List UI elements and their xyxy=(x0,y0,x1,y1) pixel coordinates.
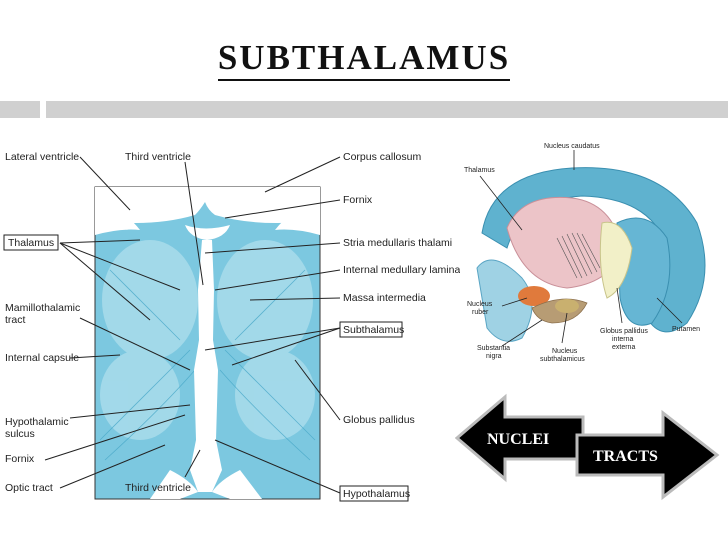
label-third-ventricle-bottom: Third ventricle xyxy=(125,482,191,494)
title-divider-left xyxy=(0,101,40,118)
label-mamillothalamic: Mamillothalamic xyxy=(5,302,80,314)
brainstem-shape xyxy=(476,259,533,342)
label-thalamus-right: Thalamus xyxy=(464,167,495,174)
label-hypothalamic-sulcus: sulcus xyxy=(5,428,35,440)
slide-title-text: SUBTHALAMUS xyxy=(217,38,511,81)
lateral-ventricle-shape xyxy=(95,187,320,224)
tracts-label: TRACTS xyxy=(593,448,658,465)
nucleus-ruber-shape xyxy=(518,286,550,306)
section-fibers xyxy=(99,269,316,461)
label-third-ventricle-top: Third ventricle xyxy=(125,151,191,163)
label-globus-pallidus: Globus pallidus xyxy=(343,414,415,426)
label-box-thalamus xyxy=(3,234,59,251)
slide-title: SUBTHALAMUS xyxy=(0,38,728,81)
label-nucleus-subthalamicus-2: subthalamicus xyxy=(540,356,585,363)
nuclei-label: NUCLEI xyxy=(487,431,549,448)
label-nucleus-ruber-1: Nucleus xyxy=(467,301,493,308)
label-internal-capsule: Internal capsule xyxy=(5,352,79,364)
label-fornix-right: Fornix xyxy=(343,194,373,206)
basal-ganglia-3d-diagram: Nucleus caudatus Thalamus Nucleus ruber … xyxy=(464,143,706,363)
label-globus-pallidus-externa: externa xyxy=(612,344,635,351)
tracts-arrow-shape xyxy=(575,409,720,501)
label-thalamus: Thalamus xyxy=(8,237,54,249)
nuclei-arrow[interactable]: NUCLEI xyxy=(455,393,585,483)
right-leader-lines xyxy=(479,150,683,347)
label-globus-pallidus-right: Globus pallidus xyxy=(600,328,648,335)
leader-lines xyxy=(44,156,341,494)
coronal-section-diagram: Lateral ventricle Thalamus Mamillothalam… xyxy=(3,151,460,502)
title-divider-right xyxy=(46,101,728,118)
label-box-hypothalamus xyxy=(339,485,409,502)
label-stria-medullaris: Stria medullaris thalami xyxy=(343,237,452,249)
caudate-tail-shape xyxy=(481,167,706,333)
optic-region-shape xyxy=(150,470,262,499)
label-nucleus-subthalamicus-1: Nucleus xyxy=(552,348,578,355)
label-hypothalamus: Hypothalamus xyxy=(343,488,410,500)
label-nucleus-ruber-2: ruber xyxy=(472,309,489,316)
globus-pallidus-shape xyxy=(599,221,633,299)
label-subthalamus: Subthalamus xyxy=(343,324,404,336)
tracts-arrow[interactable]: TRACTS xyxy=(575,409,720,501)
label-lateral-ventricle: Lateral ventricle xyxy=(5,151,79,163)
label-box-subthalamus xyxy=(339,321,403,338)
label-massa-intermedia: Massa intermedia xyxy=(343,292,426,304)
label-putamen: Putamen xyxy=(672,326,700,333)
label-mamillothalamic-tract: tract xyxy=(5,314,26,326)
fiber-bundle xyxy=(556,232,601,279)
lateral-notch-left xyxy=(95,200,140,235)
label-nucleus-caudatus: Nucleus caudatus xyxy=(544,143,600,150)
nuclei-tracts-arrows: NUCLEI TRACTS xyxy=(455,393,720,501)
label-substantia-nigra-1: Substantia xyxy=(477,345,510,352)
lateral-notch-right xyxy=(275,200,320,235)
label-fornix-left: Fornix xyxy=(5,453,35,465)
label-internal-medullary-lamina: Internal medullary lamina xyxy=(343,264,460,276)
subthalamic-nucleus-shape xyxy=(555,299,579,313)
label-globus-pallidus-interna: interna xyxy=(612,336,634,343)
label-substantia-nigra-2: nigra xyxy=(486,353,502,360)
label-corpus-callosum: Corpus callosum xyxy=(343,151,421,163)
label-hypothalamic: Hypothalamic xyxy=(5,416,69,428)
third-ventricle-shape xyxy=(190,240,222,492)
label-optic-tract: Optic tract xyxy=(5,482,53,494)
